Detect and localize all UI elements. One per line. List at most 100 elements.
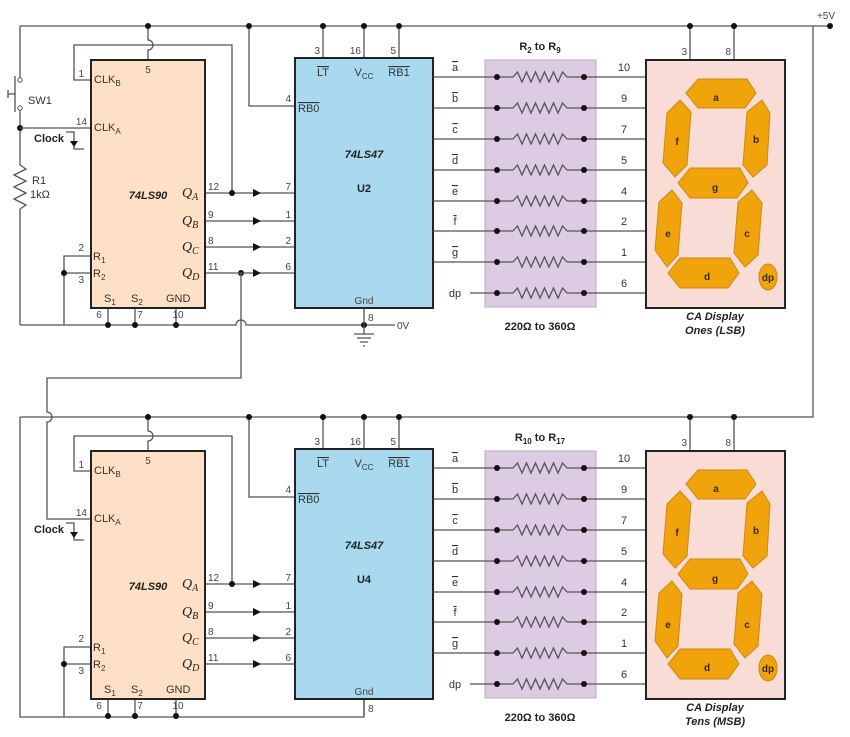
- resistor-icon: [512, 461, 568, 475]
- pin-number: 10: [618, 453, 630, 465]
- counter-ic-74ls90: [90, 59, 206, 309]
- resistor-icon: [512, 132, 568, 146]
- resistor-value: 220Ω to 360Ω: [505, 321, 576, 333]
- wire-clkb-loop: [73, 44, 233, 193]
- segment-output-label: g: [452, 247, 458, 259]
- pin-number: 3: [78, 275, 84, 286]
- clock-label: Clock: [34, 524, 65, 536]
- pin-number: 5: [390, 46, 396, 57]
- output-label-q: QC: [182, 240, 199, 257]
- pin-label-rb0: RB0: [298, 103, 319, 115]
- output-label-q: QB: [182, 605, 198, 622]
- switch-contact: [17, 77, 23, 83]
- junction-dot: [494, 681, 500, 687]
- junction-dot: [105, 713, 111, 719]
- junction-dot: [581, 558, 587, 564]
- segment-d: [667, 648, 740, 680]
- junction-dot: [581, 619, 587, 625]
- output-label-q-main: Q: [182, 240, 192, 255]
- pin-number: 2: [285, 627, 291, 638]
- resistor-icon: [512, 255, 568, 269]
- pin-label: RB1: [388, 67, 409, 79]
- pin-number: 9: [208, 601, 214, 612]
- junction-dot: [494, 619, 500, 625]
- pin-label-bottom-main: S: [104, 684, 111, 696]
- pin-number: 4: [621, 186, 627, 198]
- pin-label-clkb-main: CLK: [94, 465, 116, 477]
- junction-dot: [494, 259, 500, 265]
- pin-number: 9: [621, 93, 627, 105]
- pin-number: 1: [78, 69, 84, 80]
- segment-d-label: d: [704, 272, 710, 283]
- wire-carry-qd: [46, 273, 242, 520]
- segment-output-label: dp: [449, 288, 461, 300]
- pin-number: 1: [621, 247, 627, 259]
- res-joiner: to R: [532, 432, 556, 444]
- resistor-array-title: R10 to R17: [515, 432, 566, 446]
- segment-a: [685, 469, 757, 500]
- resistor-icon: [512, 585, 568, 599]
- junction-dot: [396, 23, 402, 29]
- pin-number: 5: [145, 456, 151, 467]
- pin-label-bottom-sub: 1: [111, 689, 116, 698]
- pin-number: 7: [137, 310, 143, 321]
- junction-dot: [145, 23, 151, 29]
- output-label-q-sub: D: [191, 663, 200, 674]
- output-label-q: QA: [182, 186, 199, 203]
- junction-dot: [581, 465, 587, 471]
- pin-number: 8: [368, 704, 374, 715]
- output-label-q-main: Q: [182, 605, 192, 620]
- junction-dot: [145, 414, 151, 420]
- pin-number: 5: [621, 155, 627, 167]
- pin-label-clkb-sub: B: [115, 470, 120, 479]
- output-label-q-main: Q: [182, 657, 192, 672]
- segment-f-label: f: [675, 528, 679, 539]
- junction-dot: [494, 465, 500, 471]
- resistor-icon: [512, 286, 568, 300]
- pin-number: 3: [681, 438, 687, 449]
- pin-number: 1: [285, 210, 291, 221]
- output-label-q: QA: [182, 577, 199, 594]
- output-label-q-main: Q: [182, 631, 192, 646]
- junction-dot: [827, 23, 833, 29]
- display-caption: Ones (LSB): [685, 325, 745, 337]
- output-label-q: QC: [182, 631, 199, 648]
- output-label-q-main: Q: [182, 214, 192, 229]
- arrow-down-icon: [70, 532, 78, 538]
- segment-output-label: d: [452, 546, 458, 558]
- junction-dot: [61, 270, 67, 276]
- pin-label-gnd: Gnd: [355, 687, 374, 698]
- segment-g: [677, 167, 749, 199]
- counter-ic-name: 74LS90: [129, 581, 168, 593]
- pin-number: 8: [368, 313, 374, 324]
- pin-number: 10: [172, 310, 184, 321]
- junction-dot: [581, 290, 587, 296]
- junction-dot: [581, 259, 587, 265]
- pin-label: LT: [317, 67, 329, 79]
- counter-ic-name: 74LS90: [129, 190, 168, 202]
- arrow-icon: [253, 217, 261, 225]
- pin-label-reset-sub: 2: [101, 664, 106, 673]
- pin-number: 11: [208, 262, 219, 273]
- segment-output-label: c: [452, 124, 458, 136]
- pin-number: 2: [78, 634, 84, 645]
- pin-number: 10: [618, 62, 630, 74]
- segment-c-label: c: [744, 229, 750, 240]
- output-label-q-sub: A: [191, 192, 199, 203]
- segment-dp-label: dp: [762, 273, 774, 284]
- pin-label-bottom-main: S: [104, 293, 111, 305]
- pin-label-clka-main: CLK: [94, 122, 116, 134]
- wire-vcc-rail-lower: [20, 26, 814, 418]
- pin-number: 3: [681, 47, 687, 58]
- pin-number: 4: [621, 577, 627, 589]
- resistor-icon: [512, 677, 568, 691]
- pin-number: 12: [208, 573, 220, 584]
- switch-label: SW1: [28, 95, 52, 107]
- junction-dot: [320, 23, 326, 29]
- wire-counter-vcc: [147, 417, 154, 451]
- pin-number: 4: [285, 485, 291, 496]
